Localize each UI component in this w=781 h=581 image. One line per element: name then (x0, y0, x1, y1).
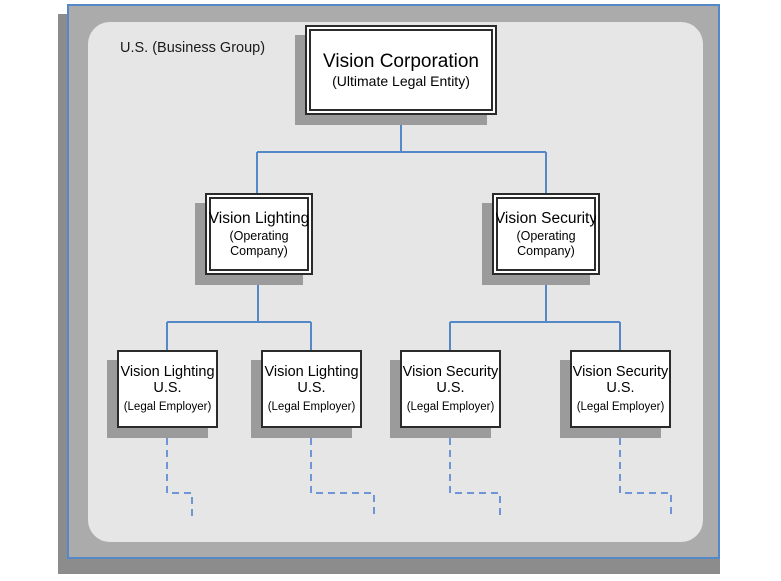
node-subtitle-line1: (Operating (516, 229, 576, 244)
node-title-line1: Vision Lighting (264, 363, 359, 380)
node-vision-security-us-2[interactable]: Vision Security U.S. (Legal Employer) (560, 350, 671, 438)
node-vision-security[interactable]: Vision Security (Operating Company) (482, 193, 600, 285)
node-face: Vision Lighting (Operating Company) (205, 193, 313, 275)
node-title: Vision Security (494, 209, 598, 227)
node-subtitle-line2: Company) (230, 243, 288, 258)
node-subtitle: (Legal Employer) (267, 401, 356, 414)
business-group-label: U.S. (Business Group) (120, 40, 266, 56)
node-vision-lighting-us-1[interactable]: Vision Lighting U.S. (Legal Employer) (107, 350, 218, 438)
node-subtitle: (Legal Employer) (406, 401, 495, 414)
node-face: Vision Security U.S. (Legal Employer) (570, 350, 671, 428)
node-subtitle-line1: (Operating (229, 229, 289, 244)
node-title-line1: Vision Security (572, 363, 669, 380)
node-title: Vision Lighting U.S. (120, 364, 214, 396)
node-title-line2: U.S. (153, 379, 182, 396)
node-vision-security-us-1[interactable]: Vision Security U.S. (Legal Employer) (390, 350, 501, 438)
node-face: Vision Security (Operating Company) (492, 193, 600, 275)
node-subtitle-line2: Company) (517, 243, 575, 258)
node-vision-lighting[interactable]: Vision Lighting (Operating Company) (195, 193, 313, 285)
node-title-line2: U.S. (606, 379, 635, 396)
node-subtitle: (Ultimate Legal Entity) (332, 73, 470, 90)
node-face: Vision Security U.S. (Legal Employer) (400, 350, 501, 428)
node-title: Vision Corporation (323, 50, 479, 72)
node-face: Vision Lighting U.S. (Legal Employer) (117, 350, 218, 428)
node-title-line2: U.S. (297, 379, 326, 396)
node-title-line1: Vision Lighting (120, 363, 215, 380)
node-subtitle: (Operating Company) (503, 229, 589, 258)
node-face: Vision Corporation (Ultimate Legal Entit… (305, 25, 497, 115)
node-title: Vision Security U.S. (403, 364, 499, 396)
node-subtitle: (Legal Employer) (576, 401, 665, 414)
node-title: Vision Security U.S. (573, 364, 669, 396)
node-vision-corporation[interactable]: Vision Corporation (Ultimate Legal Entit… (295, 25, 497, 125)
node-vision-lighting-us-2[interactable]: Vision Lighting U.S. (Legal Employer) (251, 350, 362, 438)
node-face: Vision Lighting U.S. (Legal Employer) (261, 350, 362, 428)
node-title-line2: U.S. (436, 379, 465, 396)
node-title-line1: Vision Security (402, 363, 499, 380)
node-subtitle: (Operating Company) (216, 229, 302, 258)
node-title: Vision Lighting (208, 209, 310, 227)
node-subtitle: (Legal Employer) (123, 401, 212, 414)
node-title: Vision Lighting U.S. (264, 364, 358, 396)
